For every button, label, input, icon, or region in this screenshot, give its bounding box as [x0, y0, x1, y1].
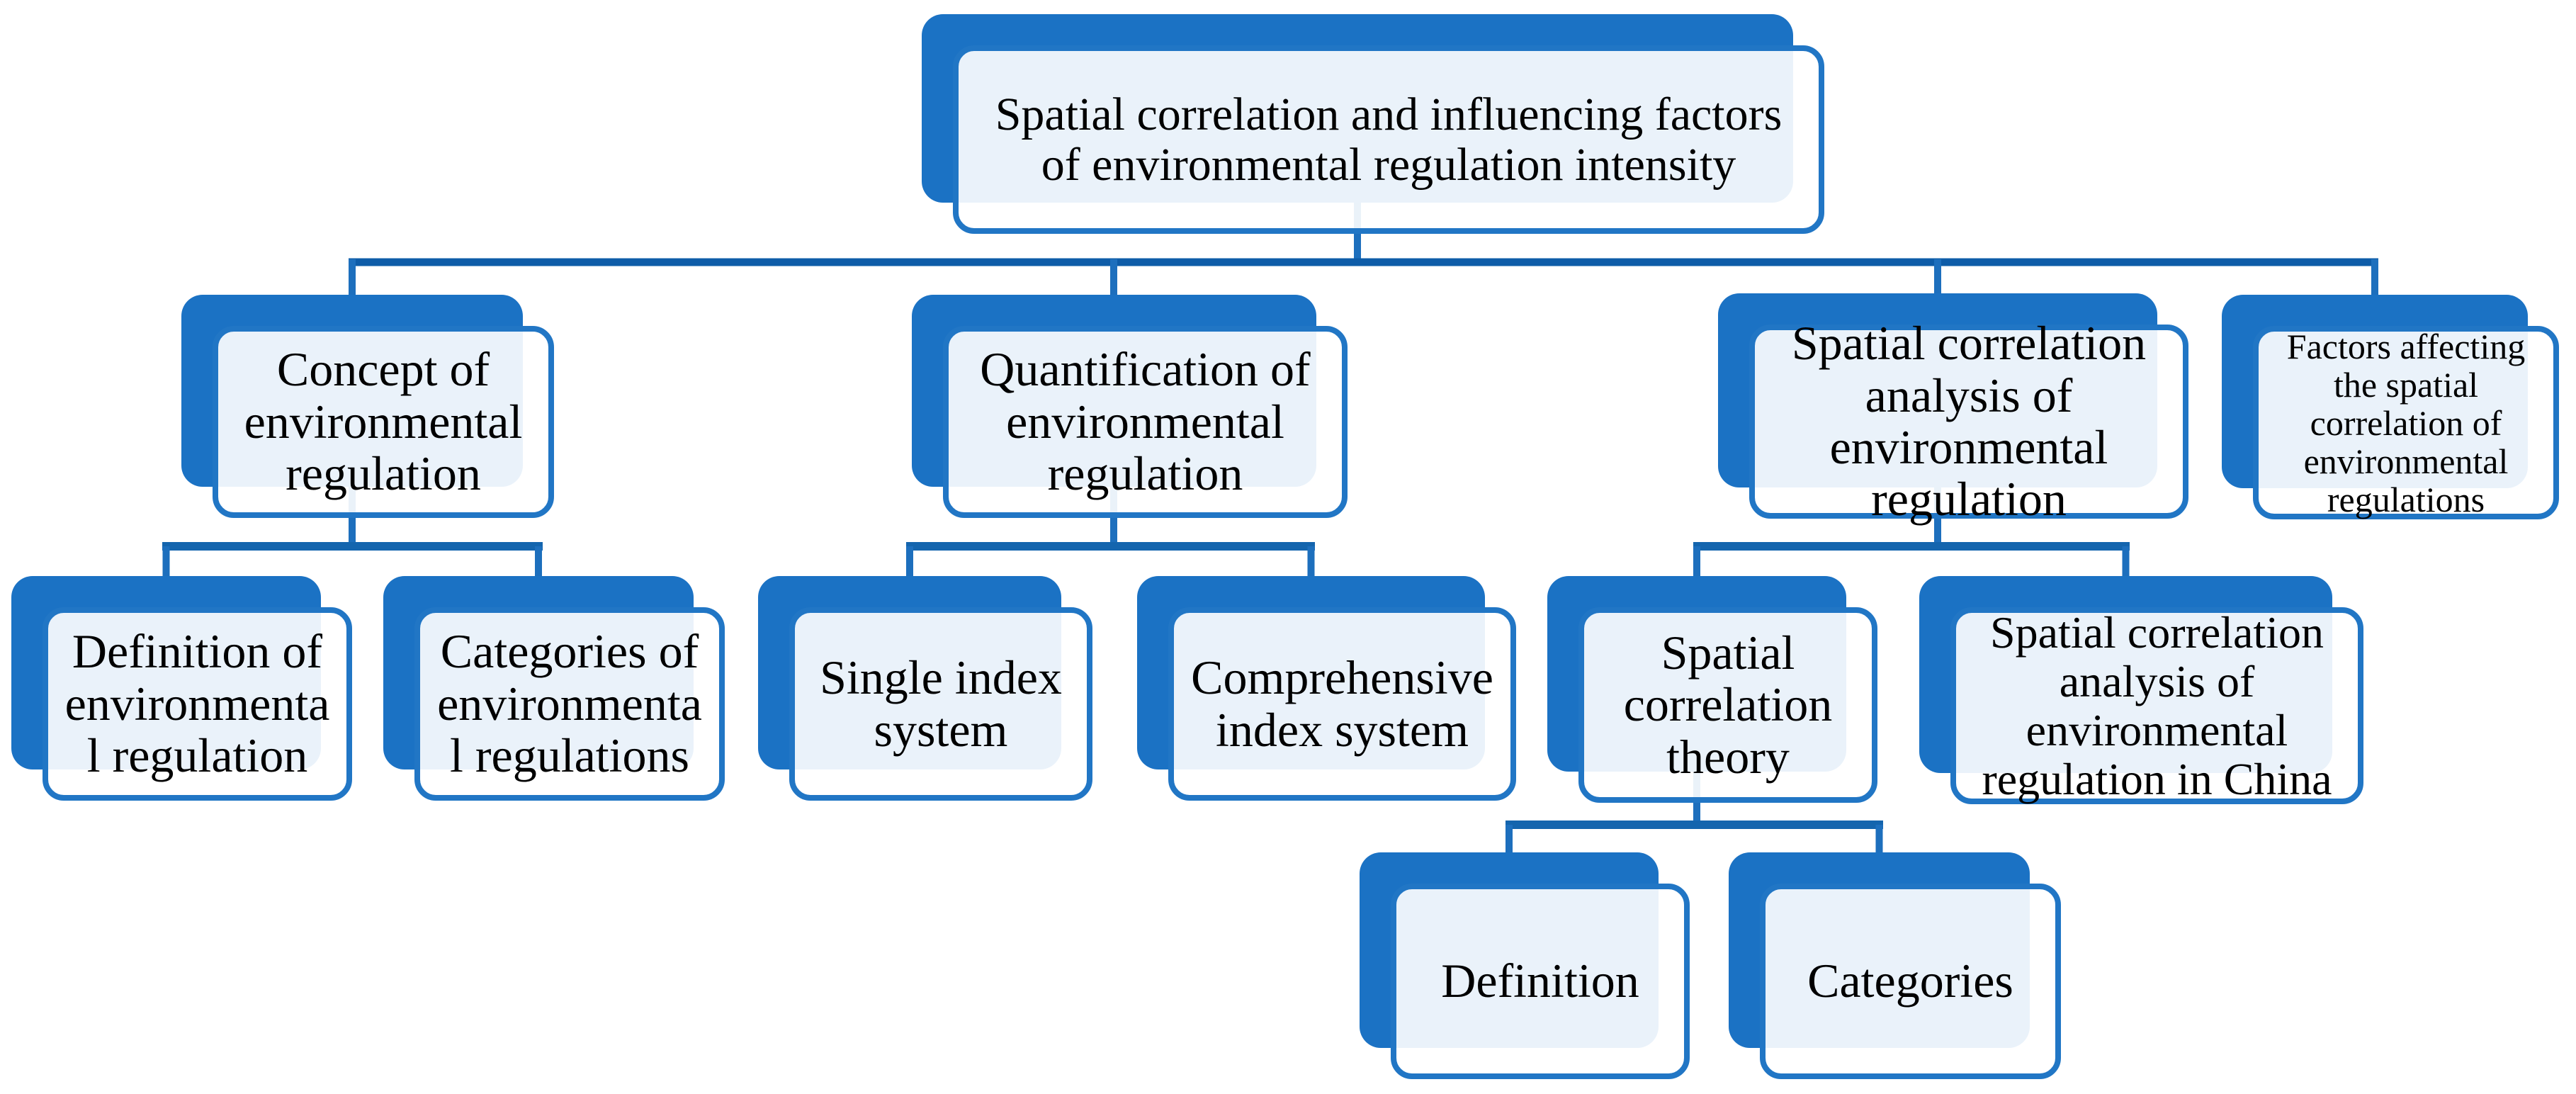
node-spatial-analysis-label: Spatial correlation analysis of environm… — [1791, 316, 2147, 526]
node-quantification: Quantification of environmental regulati… — [912, 295, 1348, 518]
node-spatial-analysis-card: Spatial correlation analysis of environm… — [1749, 317, 2188, 525]
node-factors-card: Factors affecting the spatial correlatio… — [2253, 326, 2559, 519]
node-categories-environmental: Categories of environmenta l regulations — [383, 576, 725, 801]
node-definition: Definition — [1360, 852, 1690, 1079]
node-spatial-theory-card: Spatial correlation theory — [1578, 607, 1877, 803]
node-quantification-card: Quantification of environmental regulati… — [943, 326, 1348, 518]
node-definition-card: Definition — [1391, 884, 1690, 1079]
node-comprehensive-index: Comprehensive index system — [1137, 576, 1516, 801]
node-factors-label: Factors affecting the spatial correlatio… — [2286, 326, 2526, 519]
node-categories-card: Categories — [1760, 884, 2061, 1079]
node-single-index-label: Single index system — [820, 650, 1062, 757]
node-concept-label: Concept of environmental regulation — [244, 342, 523, 501]
node-categories-environmental-label: Categories of environmenta l regulations — [437, 624, 702, 783]
node-definition-environmental: Definition of environmenta l regulation — [11, 576, 352, 801]
node-root-card: Spatial correlation and influencing fact… — [953, 45, 1824, 234]
node-spatial-china: Spatial correlation analysis of environm… — [1919, 576, 2363, 804]
node-root: Spatial correlation and influencing fact… — [922, 14, 1824, 234]
node-spatial-china-card: Spatial correlation analysis of environm… — [1950, 607, 2363, 804]
node-definition-label: Definition — [1441, 954, 1639, 1008]
node-concept: Concept of environmental regulation — [181, 295, 554, 518]
node-quantification-label: Quantification of environmental regulati… — [980, 342, 1311, 501]
node-spatial-theory: Spatial correlation theory — [1547, 576, 1877, 803]
node-definition-environmental-label: Definition of environmenta l regulation — [64, 624, 330, 783]
node-categories-label: Categories — [1807, 954, 2013, 1008]
node-definition-environmental-card: Definition of environmenta l regulation — [43, 607, 352, 801]
node-spatial-analysis: Spatial correlation analysis of environm… — [1718, 293, 2188, 525]
node-single-index-card: Single index system — [789, 607, 1092, 801]
node-root-label: Spatial correlation and influencing fact… — [995, 88, 1783, 191]
node-comprehensive-index-card: Comprehensive index system — [1168, 607, 1516, 801]
node-spatial-theory-label: Spatial correlation theory — [1623, 625, 1833, 784]
node-single-index: Single index system — [758, 576, 1092, 801]
node-spatial-china-label: Spatial correlation analysis of environm… — [1982, 607, 2332, 805]
node-comprehensive-index-label: Comprehensive index system — [1191, 650, 1493, 757]
node-categories: Categories — [1729, 852, 2061, 1079]
node-factors: Factors affecting the spatial correlatio… — [2222, 295, 2559, 519]
node-categories-environmental-card: Categories of environmenta l regulations — [414, 607, 725, 801]
node-concept-card: Concept of environmental regulation — [213, 326, 554, 518]
